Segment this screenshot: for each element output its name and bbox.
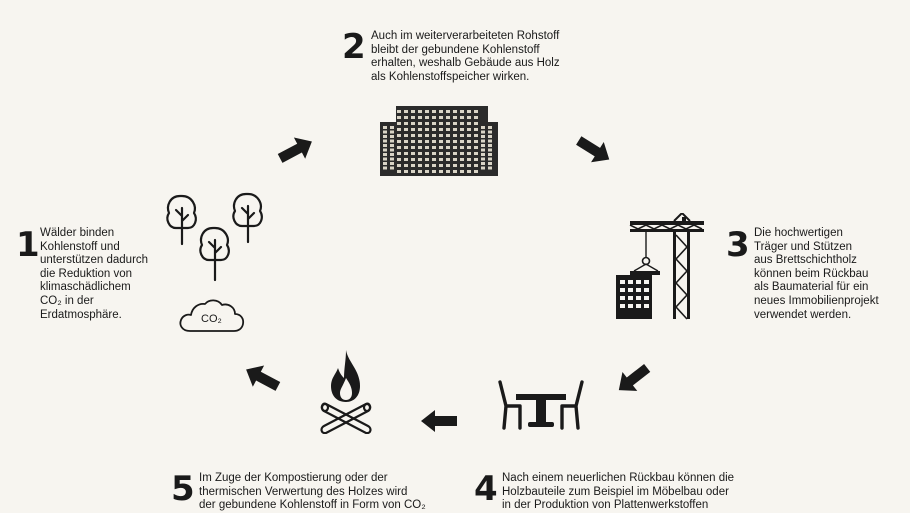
- step-1-line: klimaschädlichem: [40, 281, 131, 294]
- step-5-line: der gebundene Kohlenstoff in Form von CO…: [199, 499, 426, 512]
- campfire-icon: [320, 350, 372, 434]
- step-2-line: Auch im weiterverarbeiteten Rohstoff: [371, 30, 560, 42]
- step-4-line: Nach einem neuerlichen Rückbau können di…: [502, 472, 735, 484]
- step-3-line: Die hochwertigen: [754, 227, 843, 239]
- step-2-line: bleibt der gebundene Kohlenstoff: [371, 43, 540, 56]
- step-1-line: Erdatmosphäre.: [40, 308, 122, 321]
- step-1-line: die Reduktion von: [40, 267, 133, 280]
- arrow-furniture-to-fire-icon: [421, 410, 457, 432]
- step-2-number: 2: [342, 27, 366, 67]
- step-4-text: Nach einem neuerlichen Rückbau können di…: [502, 472, 734, 513]
- step-1-number: 1: [16, 225, 40, 265]
- step-3-line: können beim Rückbau: [754, 267, 869, 280]
- step-3-line: aus Brettschichtholz: [754, 254, 857, 267]
- trees-icon: [166, 192, 263, 282]
- step-1-text: Wälder binden Kohlenstoff und unterstütz…: [40, 227, 148, 322]
- step-1-line: unterstützen dadurch: [40, 254, 149, 267]
- step-2-line: als Kohlenstoffspeicher wirken.: [371, 70, 530, 83]
- step-4-number: 4: [474, 469, 498, 509]
- step-5-text: Im Zuge der Kompostierung oder der therm…: [199, 472, 426, 513]
- crane-icon: [616, 213, 704, 320]
- step-3-text: Die hochwertigen Träger und Stützen aus …: [754, 227, 879, 322]
- step-1-line: Wälder binden: [40, 227, 115, 239]
- step-2-text: Auch im weiterverarbeiteten Rohstoff ble…: [371, 30, 560, 84]
- co2-cloud-icon: [179, 299, 245, 332]
- step-4-line: in der Produktion von Plattenwerkstoffen: [502, 499, 709, 512]
- table-chairs-icon: [498, 380, 584, 430]
- step-1-line: Kohlenstoff und: [40, 240, 120, 253]
- step-5-number: 5: [171, 469, 195, 509]
- arrow-trees-to-building-icon: [277, 137, 312, 163]
- arrow-crane-to-furniture-icon: [618, 363, 651, 391]
- step-3-line: Träger und Stützen: [754, 240, 853, 253]
- step-3-number: 3: [726, 225, 750, 265]
- arrow-fire-to-trees-icon: [246, 365, 281, 391]
- step-3-line: neues Immobilienprojekt: [754, 294, 879, 307]
- step-3-line: verwendet werden.: [754, 308, 852, 321]
- step-3-line: als Baumaterial für ein: [754, 281, 869, 294]
- step-5-line: thermischen Verwertung des Holzes wird: [199, 485, 408, 498]
- building-icon: [380, 106, 498, 176]
- step-5-line: Im Zuge der Kompostierung oder der: [199, 472, 388, 484]
- arrow-building-to-crane-icon: [576, 136, 610, 163]
- step-2-line: erhalten, weshalb Gebäude aus Holz: [371, 57, 560, 70]
- step-1-line: CO₂ in der: [40, 294, 94, 307]
- co2-cloud-label: CO₂: [201, 313, 222, 325]
- step-4-line: Holzbauteile zum Beispiel im Möbelbau od…: [502, 485, 729, 498]
